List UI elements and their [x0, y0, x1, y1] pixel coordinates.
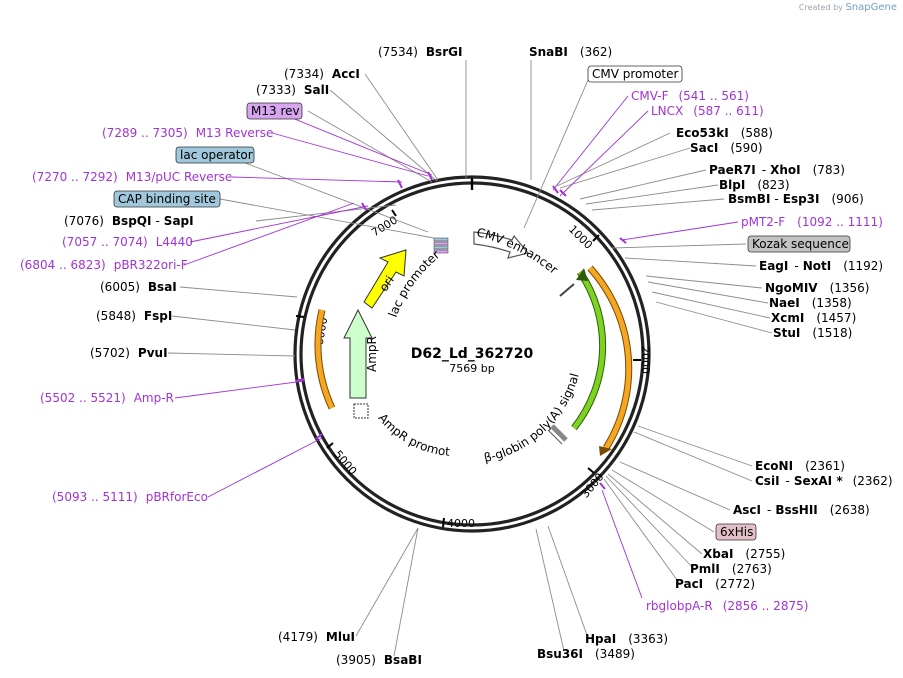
cap-binding-box[interactable] [113, 190, 221, 208]
site-mlui[interactable]: (4179)MluI [278, 630, 355, 644]
site-csii[interactable]: CsiI-SexAI *(2362) [755, 474, 893, 488]
site-xbai[interactable]: XbaI(2755) [703, 547, 785, 561]
tick-4000: 4000 [447, 517, 475, 530]
primer-m13-reverse[interactable]: (7289 .. 7305)M13 Reverse [102, 126, 273, 140]
lac-operator-label: lac operator [180, 148, 253, 162]
site-paer7i[interactable]: PaeR7I-XhoI(783) [709, 163, 845, 177]
site-bspqi[interactable]: (7076)BspQI-SapI [64, 214, 194, 228]
site-sali[interactable]: (7333)SalI [256, 83, 329, 97]
cmv-enhancer-label: CMV enhancer [475, 225, 560, 277]
kozak-label: Kozak sequence [752, 237, 849, 251]
cmv-promoter-mark [559, 283, 575, 297]
his-tag-label: 6xHis [720, 525, 753, 539]
m13rev-label: M13 rev [251, 104, 300, 118]
site-blpi[interactable]: BlpI(823) [719, 178, 790, 192]
primer-ticks [295, 171, 627, 490]
site-naei[interactable]: NaeI(1358) [769, 296, 852, 310]
feature-cmv-enhancer[interactable] [473, 231, 530, 259]
orange-feature[interactable] [588, 266, 632, 450]
plasmid-size: 7569 bp [449, 362, 494, 375]
site-paci[interactable]: PacI(2772) [675, 577, 755, 591]
site-hpai[interactable]: HpaI(3363) [585, 632, 668, 646]
green-feature-head [576, 268, 588, 281]
ampr-arrow[interactable] [343, 308, 373, 399]
primer-leaders [174, 95, 739, 599]
ampr-label: AmpR [365, 336, 379, 372]
site-asci[interactable]: AscI-BssHII(2638) [733, 503, 870, 517]
site-bsabi[interactable]: (3905)BsaBI [336, 653, 422, 667]
green-feature[interactable] [572, 270, 606, 430]
polya-mark [547, 424, 568, 445]
credit-prefix: Created by [798, 3, 843, 12]
primer-pmt2-f[interactable]: pMT2-F(1092 .. 1111) [741, 215, 883, 229]
lac-stack [433, 237, 449, 254]
primer-l4440[interactable]: (7057 .. 7074)L4440 [62, 235, 193, 249]
ampr-promoter-box[interactable] [353, 403, 369, 419]
cmv-enhancer-arrow [473, 231, 530, 259]
tick-5000: 5000 [331, 448, 359, 478]
site-eagi[interactable]: EagI-NotI(1192) [759, 259, 883, 273]
site-acci[interactable]: (7334)AccI [284, 67, 360, 81]
orange-feature-head [599, 446, 612, 456]
cap-binding-label: CAP binding site [118, 192, 216, 206]
grey-leaders [167, 60, 773, 657]
lac-operator-box[interactable] [175, 146, 255, 164]
site-pmli[interactable]: PmlI(2763) [690, 562, 772, 576]
primer-cmv-f[interactable]: CMV-F(541 .. 561) [631, 89, 749, 103]
cmv-promoter-box[interactable] [587, 65, 683, 83]
site-fspi[interactable]: (5848)FspI [96, 309, 172, 323]
ori-arrow[interactable] [363, 249, 407, 309]
site-stui[interactable]: StuI(1518) [773, 326, 852, 340]
site-snabi[interactable]: SnaBI(362) [529, 45, 612, 59]
cmv-promoter-label: CMV promoter [592, 67, 679, 81]
site-bsmbi[interactable]: BsmBI-Esp3I(906) [728, 192, 864, 206]
tick-7000: 7000 [369, 213, 400, 239]
site-bsu36i[interactable]: Bsu36I(3489) [537, 647, 635, 661]
snapgene-credit: Created by SnapGene [799, 2, 897, 13]
his-tag-box[interactable] [715, 523, 757, 541]
primer-pbr322ori[interactable]: (6804 .. 6823)pBR322ori-F [20, 258, 188, 272]
tick-1000: 1000 [566, 223, 595, 252]
site-econi[interactable]: EcoNI(2361) [755, 459, 845, 473]
primer-rbglobpa-r[interactable]: rbglobpA-R(2856 .. 2875) [646, 599, 808, 613]
polya-label: β-globin poly(A) signal [483, 372, 582, 465]
backbone-outer [293, 175, 651, 533]
primer-pbrforeco[interactable]: (5093 .. 5111)pBRforEco [52, 490, 208, 504]
site-ngomiv[interactable]: NgoMIV(1356) [765, 281, 869, 295]
m13rev-box[interactable] [246, 102, 303, 120]
snapgene-logo: SnapGene [845, 2, 897, 13]
site-bsrgi[interactable]: (7534)BsrGI [378, 45, 462, 59]
primer-amp-r[interactable]: (5502 .. 5521)Amp-R [40, 391, 174, 405]
site-saci[interactable]: SacI(590) [690, 141, 763, 155]
tick-2000: 2000 [639, 346, 652, 374]
ampr-orange[interactable] [315, 309, 335, 410]
site-bsai[interactable]: (6005)BsaI [100, 280, 177, 294]
primer-m13-puc[interactable]: (7270 .. 7292)M13/pUC Reverse [32, 170, 232, 184]
site-eco53ki[interactable]: Eco53kI(588) [676, 126, 773, 140]
kozak-box[interactable] [747, 235, 851, 253]
site-pvui[interactable]: (5702)PvuI [90, 346, 168, 360]
primer-lncx[interactable]: LNCX(587 .. 611) [651, 104, 764, 118]
plasmid-name: D62_Ld_362720 [411, 346, 534, 362]
site-xcmi[interactable]: XcmI(1457) [771, 311, 856, 325]
